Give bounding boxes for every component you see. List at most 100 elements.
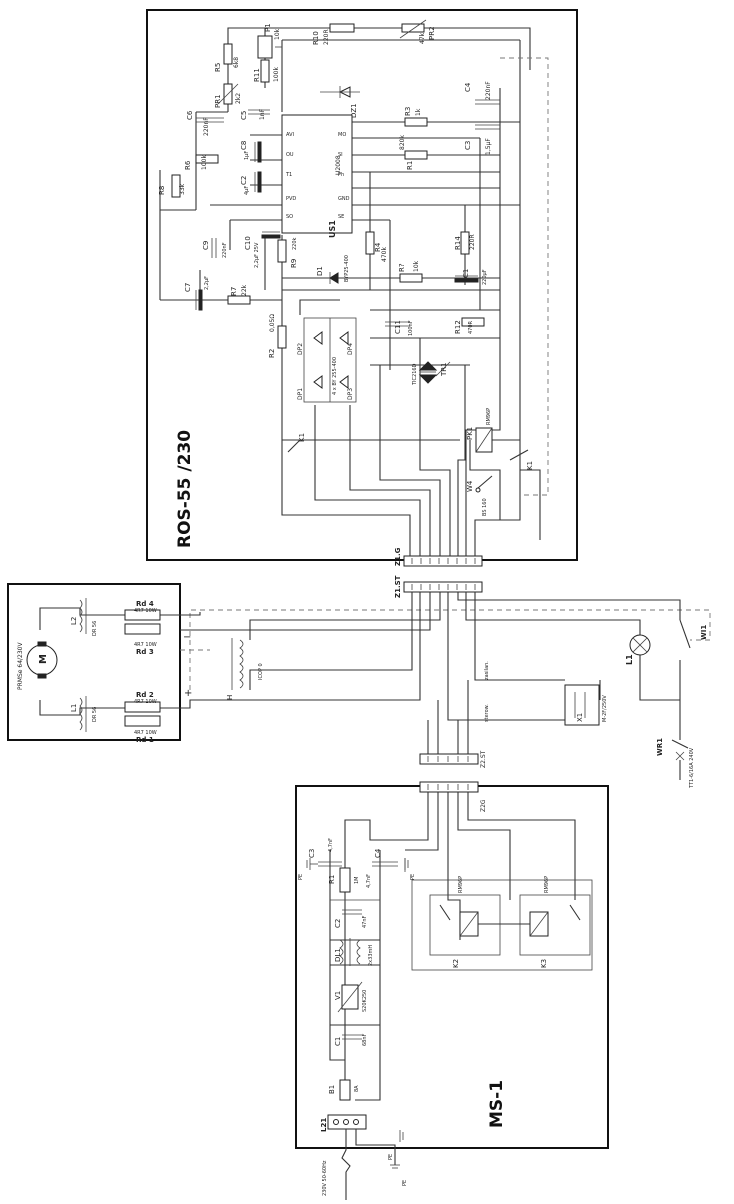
svg-text:BYP25-400: BYP25-400 [344, 255, 350, 282]
supply-input: 230V 50-60Hz PE [322, 1129, 408, 1200]
capacitor-c3-bottom: C3 4,7nF [308, 838, 342, 867]
svg-text:ICOP 0: ICOP 0 [258, 663, 264, 680]
controller-module-border [146, 9, 578, 561]
trimmer-pr1: PR1 2k2 [214, 83, 242, 108]
resistor-r1-top: R1 820k [399, 135, 428, 170]
svg-text:470k: 470k [381, 247, 388, 262]
svg-text:C8: C8 [240, 141, 248, 150]
switch-wi1: WI1 [679, 619, 708, 649]
svg-text:230V 50-60Hz: 230V 50-60Hz [322, 1160, 328, 1196]
svg-text:R3: R3 [404, 107, 412, 116]
svg-text:M-2F/250V: M-2F/250V [602, 695, 608, 722]
svg-text:C2: C2 [334, 919, 342, 928]
svg-text:Rd 4: Rd 4 [136, 600, 154, 608]
svg-text:SE: SE [338, 214, 344, 220]
svg-text:4R7 10W: 4R7 10W [134, 730, 157, 736]
resistor-r5: R5 6k8 [214, 43, 240, 72]
svg-text:TT1-6/16A 240V: TT1-6/16A 240V [689, 747, 695, 789]
switch-wr1: WR1 TT1-6/16A 240V [656, 738, 695, 789]
svg-text:RM96P: RM96P [544, 876, 550, 893]
svg-text:W4: W4 [466, 480, 474, 492]
resistor-r10: R10 220R [312, 23, 355, 45]
svg-text:C2: C2 [240, 176, 248, 185]
right-side-wiring [427, 592, 681, 754]
svg-text:R7: R7 [230, 287, 238, 296]
svg-text:PK1: PK1 [466, 427, 474, 440]
svg-text:R10: R10 [312, 31, 320, 45]
inductor-l1: L1 DR 56 [70, 696, 98, 732]
svg-text:470R: 470R [468, 320, 474, 334]
svg-text:Z1.G: Z1.G [394, 547, 402, 566]
svg-text:C4: C4 [374, 848, 382, 858]
svg-text:L2: L2 [70, 617, 78, 625]
svg-text:1M: 1M [354, 877, 360, 885]
svg-text:R11: R11 [253, 68, 261, 82]
svg-text:BS 160: BS 160 [482, 498, 488, 516]
capacitor-c3-top: C3 1,5μF [464, 124, 500, 155]
connector-z1g: Z1.G [394, 547, 483, 567]
inductor-l2: L2 DR 56 [70, 598, 98, 636]
svg-text:U2008: U2008 [335, 155, 342, 175]
filter-wiring [329, 792, 576, 1101]
capacitor-c8: C8 1μF [240, 141, 262, 163]
relay-pk1: PK1 RM96P [466, 408, 493, 453]
svg-text:TR1: TR1 [440, 362, 448, 377]
svg-text:DR 56: DR 56 [92, 707, 98, 722]
motor-wiring [39, 592, 441, 716]
svg-text:220R: 220R [469, 234, 476, 250]
resistor-rd2: Rd 2 4R7 10W [124, 691, 161, 713]
svg-text:Z2G: Z2G [480, 799, 487, 812]
svg-text:C9: C9 [202, 241, 210, 250]
svg-text:47k: 47k [419, 32, 426, 44]
svg-text:820k: 820k [399, 135, 406, 150]
svg-text:4 x BY 255-400: 4 x BY 255-400 [332, 357, 338, 395]
lamp-l1: L1 [625, 634, 651, 665]
capacitor-c1-top: C1 220μF [454, 269, 488, 285]
capacitor-c2-bottom: C2 47nF [330, 899, 380, 928]
capacitor-c10: C10 2,2μF 25V [244, 231, 281, 268]
svg-text:R12: R12 [454, 320, 462, 334]
svg-text:4R7 10W: 4R7 10W [134, 642, 157, 648]
svg-text:1nF: 1nF [259, 108, 266, 120]
svg-text:DL1: DL1 [334, 948, 342, 962]
svg-text:RM96P: RM96P [458, 876, 464, 893]
svg-text:33k: 33k [179, 183, 186, 195]
capacitor-c1-bottom: C1 68nF [334, 1033, 368, 1046]
svg-text:PE: PE [402, 1180, 408, 1186]
svg-text:C3: C3 [308, 849, 316, 858]
resistor-rd4: Rd 4 4R7 10W [124, 600, 161, 621]
svg-text:R4: R4 [374, 242, 382, 252]
capacitor-c5: C5 1nF [240, 108, 270, 120]
connector-z2g: Z2G [419, 781, 487, 812]
svg-text:DP4: DP4 [347, 343, 354, 355]
potentiometer-p1: P1 10k [257, 23, 282, 59]
svg-text:C10: C10 [244, 236, 252, 250]
dashed-interlock-lines [180, 57, 711, 690]
controller-wiring [159, 27, 541, 556]
svg-text:1,5μF: 1,5μF [485, 138, 492, 155]
resistor-r14: R14 220R [454, 231, 476, 255]
svg-text:220μF: 220μF [482, 269, 488, 285]
resistor-rd3: 4R7 10W Rd 3 [124, 623, 161, 656]
resistor-r12: R12 470R [454, 317, 485, 334]
relay-contact-k1-right: K1 [509, 449, 534, 470]
relay-contact-k1-left: K1 [287, 433, 306, 453]
svg-text:4R7 10W: 4R7 10W [134, 608, 157, 614]
svg-text:DR 56: DR 56 [92, 621, 98, 636]
svg-text:GND: GND [338, 196, 350, 202]
svg-text:4R7 10W: 4R7 10W [134, 699, 157, 705]
svg-text:K2: K2 [452, 959, 460, 968]
svg-text:K1: K1 [526, 461, 534, 470]
svg-text:R2: R2 [268, 349, 276, 358]
coil-h: H ICOP 0 [226, 638, 264, 700]
svg-text:V1: V1 [334, 991, 342, 1000]
zener-dz1: DZ1 [320, 86, 360, 118]
svg-text:MO: MO [338, 132, 346, 138]
resistor-r11: R11 100k [253, 59, 280, 83]
svg-text:Ph: Ph [338, 172, 344, 178]
resistor-r-10k: R? 10k [398, 260, 423, 283]
varistor-v1: V1 S20K250 [334, 981, 368, 1013]
trimmer-pr2: PR2 47k [399, 19, 436, 44]
svg-text:PR2: PR2 [428, 26, 436, 40]
